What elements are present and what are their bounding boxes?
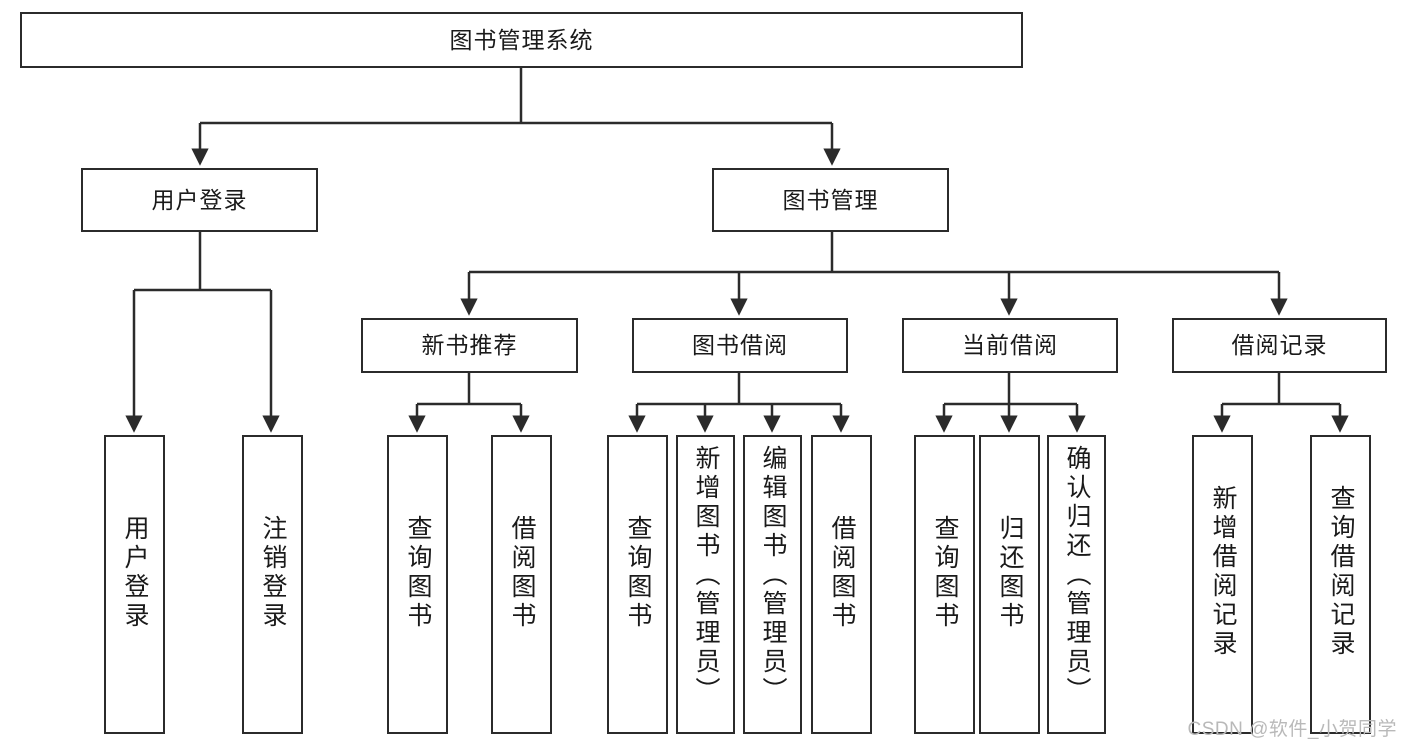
node-leaf-query-book-a[interactable]: 查询图书 bbox=[387, 435, 448, 734]
node-label: 图书借阅 bbox=[692, 332, 788, 359]
node-label: 确认归还（管理员） bbox=[1063, 445, 1091, 706]
node-label: 查询借阅记录 bbox=[1327, 485, 1355, 659]
node-leaf-add-book[interactable]: 新增图书（管理员） bbox=[676, 435, 735, 734]
node-leaf-confirm-return[interactable]: 确认归还（管理员） bbox=[1047, 435, 1106, 734]
node-label: 图书管理 bbox=[782, 186, 879, 213]
node-label: 用户登录 bbox=[151, 186, 248, 213]
node-label: 借阅图书 bbox=[508, 515, 536, 631]
node-label: 编辑图书（管理员） bbox=[759, 445, 787, 706]
node-label: 归还图书 bbox=[996, 515, 1024, 631]
node-new-book-recommend[interactable]: 新书推荐 bbox=[361, 318, 578, 373]
node-label: 当前借阅 bbox=[962, 332, 1058, 359]
node-leaf-edit-book[interactable]: 编辑图书（管理员） bbox=[743, 435, 802, 734]
node-leaf-query-record[interactable]: 查询借阅记录 bbox=[1310, 435, 1371, 734]
node-leaf-borrow-book-b[interactable]: 借阅图书 bbox=[811, 435, 872, 734]
node-root-system[interactable]: 图书管理系统 bbox=[20, 12, 1023, 68]
node-leaf-user-login[interactable]: 用户登录 bbox=[104, 435, 165, 734]
node-label: 查询图书 bbox=[624, 515, 652, 631]
node-label: 借阅图书 bbox=[828, 515, 856, 631]
node-leaf-return-book[interactable]: 归还图书 bbox=[979, 435, 1040, 734]
node-book-manage[interactable]: 图书管理 bbox=[712, 168, 949, 232]
node-book-borrow[interactable]: 图书借阅 bbox=[632, 318, 848, 373]
node-label: 新书推荐 bbox=[421, 332, 518, 359]
node-label: 新增图书（管理员） bbox=[692, 445, 720, 706]
node-user-login[interactable]: 用户登录 bbox=[81, 168, 318, 232]
node-leaf-query-book-b[interactable]: 查询图书 bbox=[607, 435, 668, 734]
node-label: 图书管理系统 bbox=[449, 26, 594, 53]
node-label: 新增借阅记录 bbox=[1209, 485, 1237, 659]
node-label: 查询图书 bbox=[931, 515, 959, 631]
node-borrow-record[interactable]: 借阅记录 bbox=[1172, 318, 1387, 373]
node-leaf-add-record[interactable]: 新增借阅记录 bbox=[1192, 435, 1253, 734]
node-label: 用户登录 bbox=[121, 515, 149, 631]
node-leaf-logout[interactable]: 注销登录 bbox=[242, 435, 303, 734]
node-label: 借阅记录 bbox=[1231, 332, 1328, 359]
node-label: 注销登录 bbox=[259, 515, 287, 631]
node-current-borrow[interactable]: 当前借阅 bbox=[902, 318, 1118, 373]
node-leaf-query-book-c[interactable]: 查询图书 bbox=[914, 435, 975, 734]
node-leaf-borrow-book-a[interactable]: 借阅图书 bbox=[491, 435, 552, 734]
node-label: 查询图书 bbox=[404, 515, 432, 631]
